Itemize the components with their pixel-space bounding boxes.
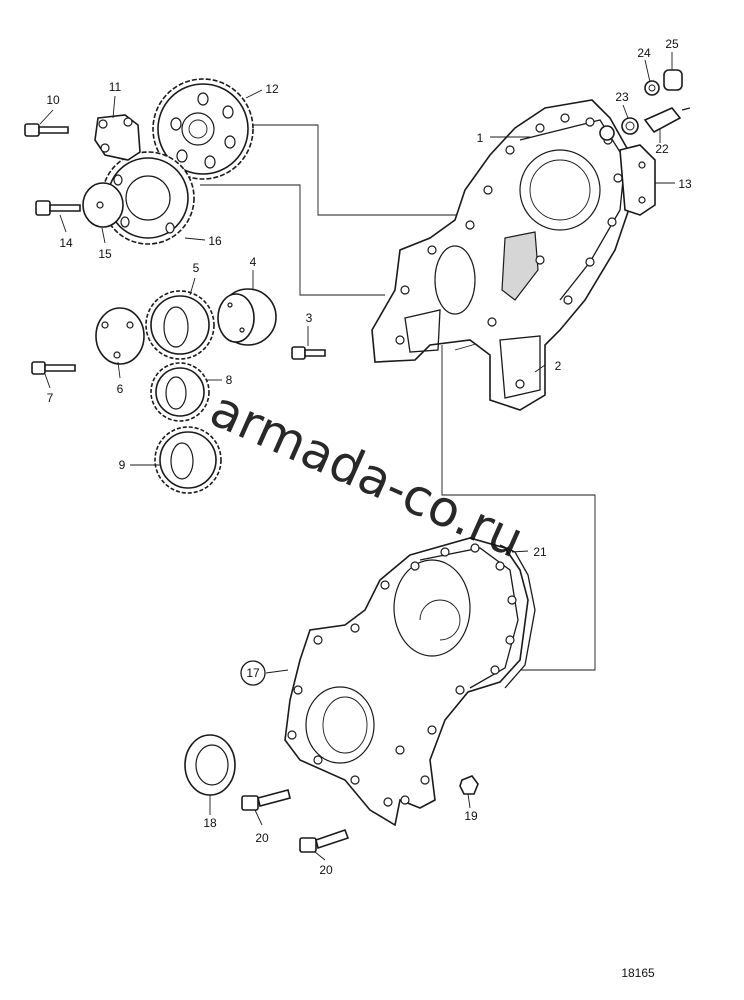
callout-2: 2 [555, 359, 562, 373]
bolt-14 [35, 200, 81, 216]
timing-cover [284, 537, 529, 827]
callout-4: 4 [250, 255, 257, 269]
idler-gear-16 [101, 151, 195, 245]
callout-6: 6 [117, 382, 124, 396]
bolt-3 [291, 346, 326, 360]
plate-6 [95, 307, 145, 365]
bolt-10 [24, 123, 69, 137]
bolt-20-upper [241, 789, 291, 811]
drawing-number: 18165 [621, 966, 655, 980]
gasket-21 [499, 544, 536, 689]
callout-5: 5 [193, 261, 200, 275]
callout-8: 8 [226, 373, 233, 387]
callout-leaders [39, 52, 675, 861]
callout-13: 13 [678, 177, 692, 191]
callout-20-upper: 20 [255, 831, 269, 845]
plug-19 [459, 775, 479, 795]
callout-22: 22 [655, 142, 669, 156]
bolt-20-lower [299, 828, 350, 853]
idler-hub-4 [217, 288, 277, 346]
gear-8 [150, 362, 210, 422]
callout-25: 25 [665, 37, 679, 51]
thrust-washer-15 [82, 182, 124, 228]
callout-11: 11 [109, 80, 122, 94]
callout-labels: 1 2 3 4 5 6 7 8 9 10 11 12 13 14 15 16 1… [46, 37, 692, 877]
callout-7: 7 [47, 391, 54, 405]
camshaft-gear [152, 78, 254, 180]
callout-15: 15 [98, 247, 112, 261]
callout-16: 16 [208, 234, 222, 248]
watermark-text: armada-co.ru [202, 380, 532, 569]
timing-gear-housing [371, 99, 656, 411]
callout-19: 19 [464, 809, 478, 823]
housing-bolt-holes [395, 113, 646, 389]
callout-12: 12 [265, 82, 279, 96]
callout-23: 23 [615, 90, 629, 104]
callout-17-circle [240, 660, 266, 686]
gear-lightening-holes [170, 92, 236, 169]
callout-21: 21 [533, 545, 547, 559]
callout-1: 1 [477, 131, 484, 145]
callout-9: 9 [119, 458, 126, 472]
callout-24: 24 [637, 46, 651, 60]
seal-ring-18 [184, 734, 236, 796]
callout-20-lower: 20 [319, 863, 333, 877]
callout-18: 18 [203, 816, 217, 830]
gear-9 [154, 426, 222, 494]
callout-3: 3 [306, 311, 313, 325]
gear-5 [145, 290, 215, 360]
callout-14: 14 [59, 236, 73, 250]
sensor-assembly [599, 69, 691, 141]
cover-bolt-holes [287, 543, 517, 807]
hub-11 [94, 114, 141, 161]
bolt-7 [31, 361, 76, 375]
callout-10: 10 [46, 93, 60, 107]
callout-17: 17 [246, 666, 260, 680]
